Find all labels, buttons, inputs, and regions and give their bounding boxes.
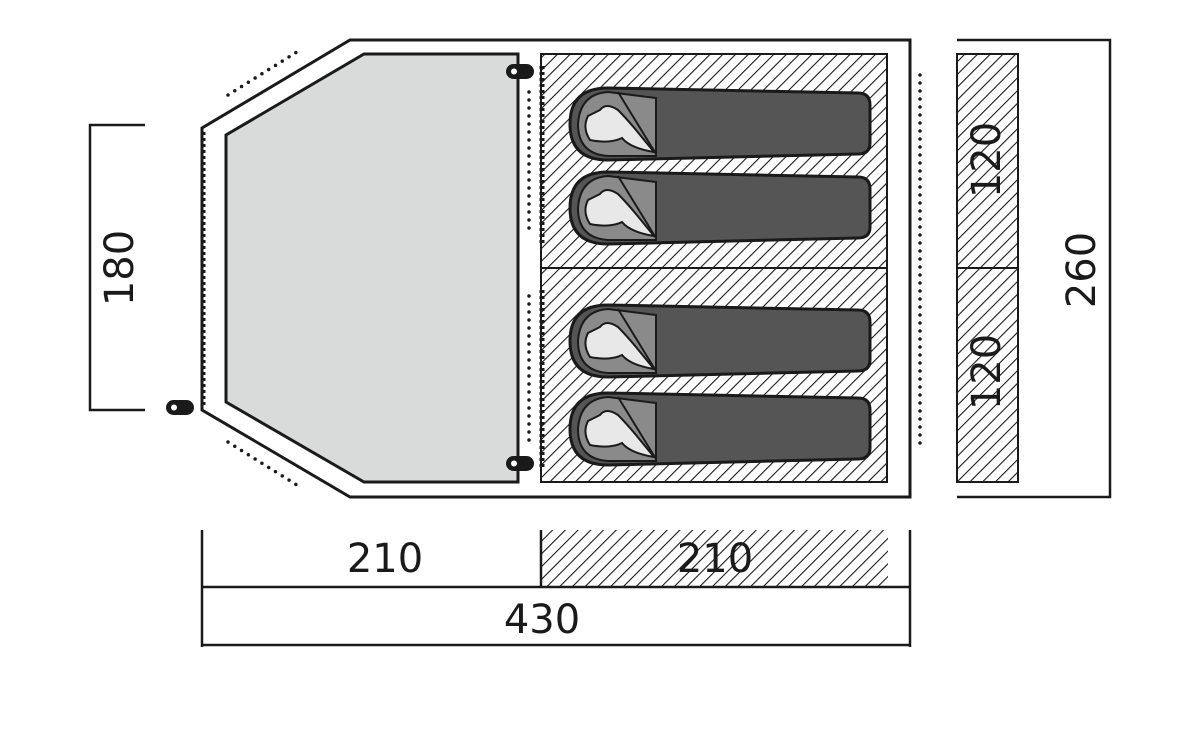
sleeping-bag-icon [568, 303, 872, 379]
total-width-label: 260 [1059, 232, 1105, 308]
sleeping-bag-icon [568, 86, 872, 162]
length-brackets [200, 530, 912, 647]
sleeping-bag-icon [568, 170, 872, 246]
bedroom-depth-bar [541, 530, 888, 587]
door-width-bracket [88, 123, 145, 412]
bedroom-width-bottom-label: 120 [964, 334, 1010, 410]
bedroom-width-bottom [956, 267, 1019, 483]
bedroom-width-top-label: 120 [964, 122, 1010, 198]
living-area [224, 52, 520, 484]
door-width-label: 180 [97, 230, 143, 306]
total-length-label: 430 [504, 597, 580, 643]
bedroom-depth-label: 210 [677, 536, 753, 582]
ventilation-dots [226, 48, 922, 489]
bedroom-width-top [956, 53, 1019, 269]
total-width-bracket [957, 38, 1112, 499]
peg-icons [166, 64, 534, 471]
sleeping-bag-icon [568, 391, 872, 467]
living-depth-label: 210 [347, 536, 423, 582]
